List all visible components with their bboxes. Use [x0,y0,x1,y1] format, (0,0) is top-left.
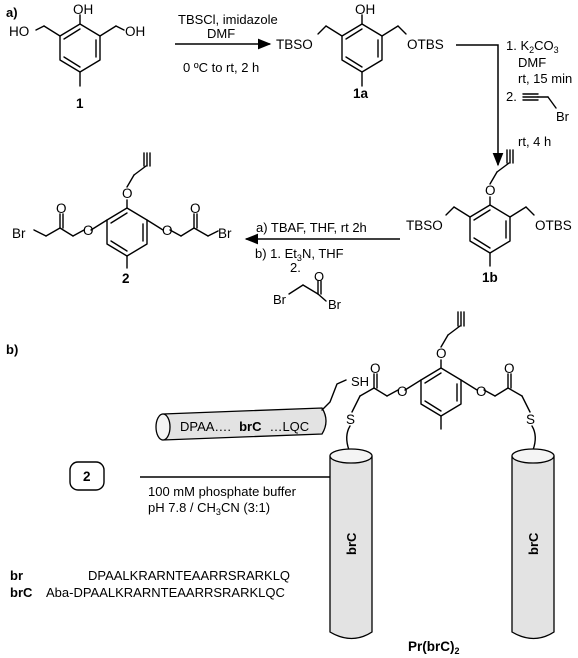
thiol-label: SH [351,374,369,389]
c1a-oh-top: OH [355,2,375,17]
step1-conditions: 0 ºC to rt, 2 h [183,60,259,75]
peptide-tube-right [511,448,555,640]
c1-oh-top: OH [73,2,93,17]
product-s-right: S [526,412,535,427]
compound-1a: OH TBSO OTBS 1a [276,2,444,101]
c2-number: 2 [122,271,130,286]
c2-o-ester-left: O [83,223,94,238]
c2-o-ester-right: O [162,223,173,238]
product-name: Pr(brC)2 [408,639,460,656]
conditions-line1: 100 mM phosphate buffer [148,484,297,499]
c1b-o-top: O [485,183,496,198]
peptide-tube-horizontal [155,379,347,441]
c1-number: 1 [76,96,84,111]
step2-line2: DMF [518,55,546,70]
reactant-2-number: 2 [83,469,91,484]
c1-left-group: HO [9,24,29,39]
arrow-step2 [456,44,504,167]
peptide-tube-left [329,448,373,640]
step3-reagent-br1: Br [273,292,287,307]
c2-o-carbonyl-left: O [56,201,67,216]
propargyl-bromide [522,93,557,109]
c1b-number: 1b [482,270,498,285]
step2-br: Br [556,109,570,124]
c2-o-carbonyl-right: O [190,201,201,216]
step2-line3: rt, 15 min [518,71,572,86]
c2-o-ether: O [122,186,133,201]
step1-reagents-line1: TBSCl, imidazole [178,12,278,27]
tube-left-label: brC [344,532,359,555]
product-o-carbonyl-right: O [504,361,515,376]
tube-right-label: brC [526,532,541,555]
sequence-brc: Aba-DPAALKRARNTEAARRSRARKLQC [46,585,285,600]
step2-line1: 1. K2CO3 [506,38,559,55]
panel-a-label: a) [6,5,18,20]
c1b-left-group: TBSO [406,218,443,233]
reactant-2-box [69,461,105,491]
step3-reagent-br2: Br [328,297,342,312]
conditions-line2: pH 7.8 / CH3CN (3:1) [148,500,270,517]
c1a-number: 1a [353,86,369,101]
c2-br-left: Br [12,226,26,241]
panel-b-label: b) [6,342,18,357]
sequence-name-brc: brC [10,585,33,600]
c1-right-group: OH [125,24,145,39]
sequence-name-br: br [10,568,23,583]
product-structure: O O O O O S S [346,311,536,451]
product-o-ester-right: O [476,384,487,399]
step3-b2: 2. [290,260,301,275]
compound-2: O O O O O Br Br 2 [12,152,232,286]
c1a-left-group: TBSO [276,37,313,52]
c1b-right-group: OTBS [535,218,572,233]
product-o-ester-left: O [397,384,408,399]
step3-a: a) TBAF, THF, rt 2h [256,220,367,235]
c2-br-right: Br [218,226,232,241]
product-s-left: S [346,412,355,427]
step3-b1: b) 1. Et3N, THF [255,246,344,263]
step2-line5: rt, 4 h [518,134,551,149]
step3-reagent-o: O [314,269,324,284]
product-o-ether: O [436,346,447,361]
step1-reagents-line2: DMF [207,26,235,41]
compound-1: OH HO OH 1 [9,2,145,111]
product-o-carbonyl-left: O [370,361,381,376]
c1a-right-group: OTBS [407,37,444,52]
bromoacetyl-bromide [288,280,327,302]
peptide-text: DPAA….brC…LQC [180,419,309,434]
compound-1b: O TBSO OTBS 1b [406,149,572,285]
step2-line4: 2. [506,89,517,104]
sequence-br: DPAALKRARNTEAARRSRARKLQ [88,568,290,583]
